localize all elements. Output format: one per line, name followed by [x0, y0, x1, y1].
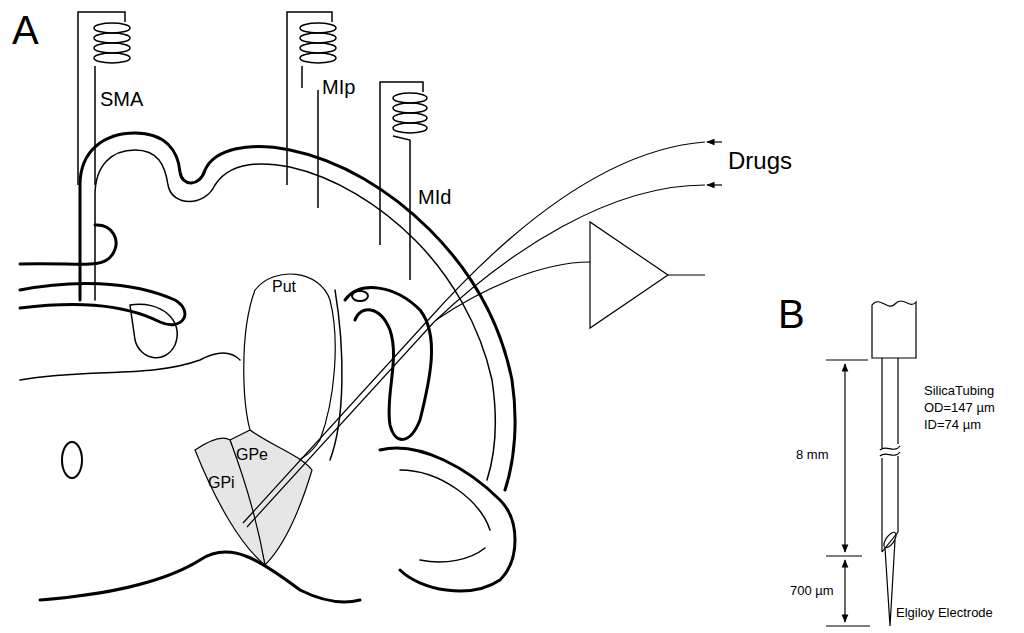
panel-letter: B	[778, 292, 805, 336]
ventricle	[130, 304, 177, 358]
dimension-label: ID=74 µm	[924, 418, 981, 432]
electrode-lead	[436, 262, 590, 320]
sulcus-loop	[352, 291, 368, 301]
coil-winding	[300, 53, 336, 63]
coil-winding	[393, 123, 427, 133]
input-label: Drugs	[728, 148, 792, 174]
coil-winding	[393, 103, 427, 113]
amplifier-symbol	[590, 222, 668, 328]
temporal-sulcus	[400, 470, 490, 562]
drug-cannula	[243, 142, 705, 523]
electrode-holder	[872, 301, 916, 358]
material-label: SilicaTubing	[924, 384, 994, 398]
injection-electrode	[243, 142, 722, 527]
brain-base	[40, 552, 360, 602]
nucleus-label: GPi	[208, 474, 235, 492]
dimension-arrow	[844, 560, 845, 622]
panel-letter: A	[12, 8, 39, 52]
cingulate-sulcus	[20, 225, 116, 264]
coil-winding	[94, 43, 130, 53]
coil-winding	[393, 93, 427, 103]
coil-winding	[94, 33, 130, 43]
structure-outline	[62, 442, 82, 478]
area-label: MIp	[322, 76, 355, 98]
dimension-label: 700 µm	[790, 584, 834, 598]
thalamus-outline	[20, 353, 240, 380]
amplifier-output	[668, 274, 705, 275]
brain-section	[20, 133, 515, 602]
drug-arrow	[707, 184, 722, 185]
coil-winding	[300, 23, 336, 33]
tubing-bevel	[882, 530, 899, 549]
area-label: SMA	[100, 88, 143, 110]
dimension-arrow	[844, 364, 845, 552]
silica-tubing	[880, 358, 900, 552]
coil-winding	[393, 113, 427, 123]
cortical-electrodes	[78, 12, 427, 280]
drug-arrow	[707, 141, 722, 142]
electrode-wire	[287, 12, 332, 208]
coil-winding	[300, 33, 336, 43]
nucleus-label: GPe	[236, 446, 268, 464]
temporal-lobe	[380, 448, 515, 591]
dimension-label: 8 mm	[796, 448, 829, 462]
coil-winding	[94, 53, 130, 63]
dimension-label: OD=147 µm	[924, 401, 995, 415]
nucleus-label: Put	[272, 278, 296, 296]
corpus-callosum	[20, 283, 185, 324]
drug-cannula	[247, 185, 705, 527]
part-label: Elgiloy Electrode	[896, 606, 993, 620]
white-matter-boundary	[95, 150, 495, 480]
area-label: MId	[418, 186, 451, 208]
coil-winding	[94, 23, 130, 33]
elgiloy-needle	[885, 540, 895, 626]
coil-winding	[300, 43, 336, 53]
electrode-detail	[826, 301, 916, 626]
